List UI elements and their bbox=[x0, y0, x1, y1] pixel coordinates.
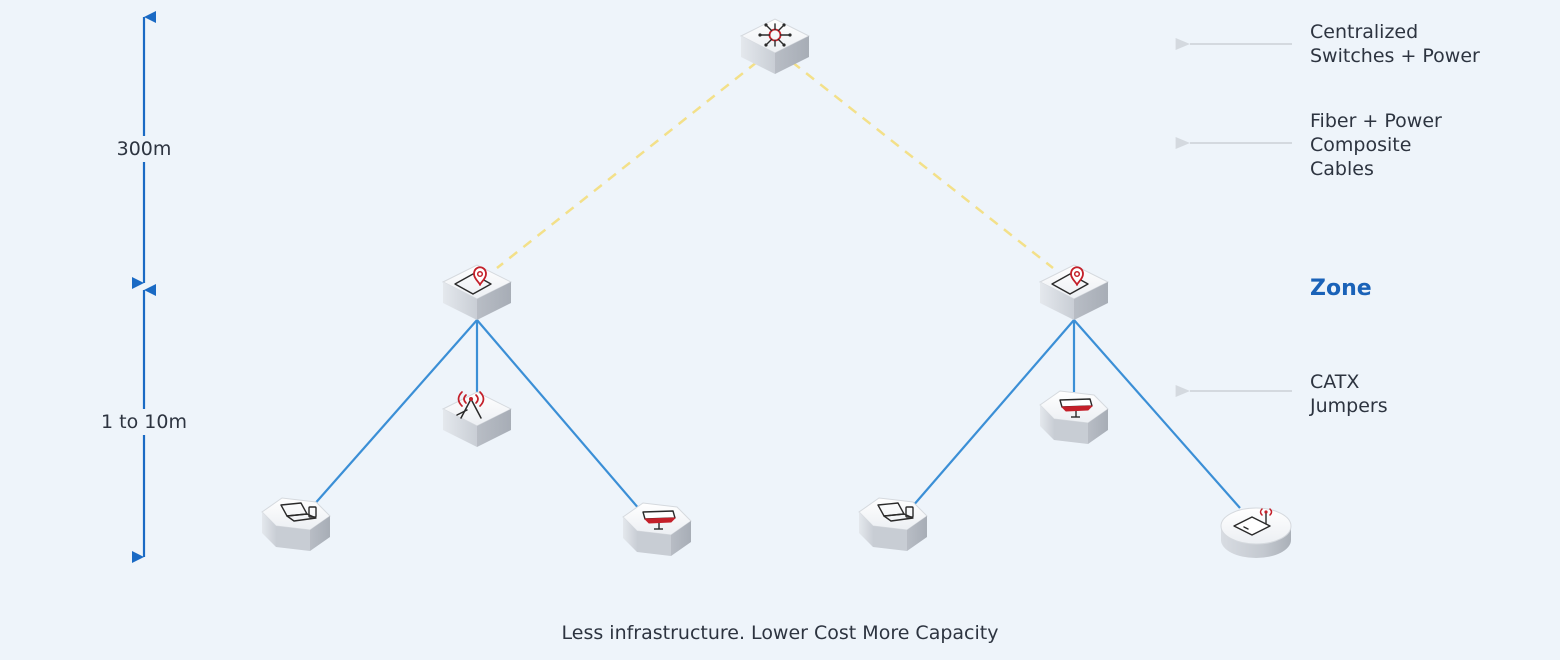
laptop-icon bbox=[280, 502, 317, 522]
zone-node-left[interactable] bbox=[441, 264, 513, 320]
fiber-cables bbox=[496, 61, 1054, 269]
label-centralized-switches: Centralized Switches + Power bbox=[1310, 21, 1480, 67]
measure-label-1-to-10m: 1 to 10m bbox=[101, 409, 187, 435]
wifi-antenna-icon bbox=[456, 391, 485, 419]
camera-node-left[interactable] bbox=[622, 502, 692, 556]
jumper-left-laptop bbox=[311, 319, 478, 508]
zone-node-right[interactable] bbox=[1038, 264, 1110, 320]
jumper-right-laptop bbox=[911, 319, 1075, 508]
laptop-node-right[interactable] bbox=[858, 497, 928, 551]
fiber-cable-left bbox=[496, 61, 758, 269]
router-node[interactable] bbox=[1220, 507, 1292, 558]
network-switch-icon bbox=[758, 23, 792, 47]
label-zone: Zone bbox=[1310, 276, 1372, 301]
zone-box-icon bbox=[454, 266, 492, 295]
catx-jumpers bbox=[311, 319, 1241, 511]
label-catx-jumpers: CATX Jumpers bbox=[1310, 371, 1388, 417]
guide-arrows bbox=[1175, 38, 1292, 397]
wireless-router-icon bbox=[1233, 508, 1273, 536]
diagram-caption: Less infrastructure. Lower Cost More Cap… bbox=[561, 622, 999, 644]
jumper-right-router bbox=[1073, 319, 1241, 509]
antenna-node[interactable] bbox=[441, 391, 513, 447]
security-camera-icon bbox=[1059, 398, 1093, 418]
zone-box-icon bbox=[1051, 266, 1089, 295]
security-camera-icon bbox=[642, 510, 676, 530]
laptop-node-left[interactable] bbox=[261, 497, 331, 551]
fiber-cable-right bbox=[791, 61, 1054, 269]
measure-label-300m: 300m bbox=[116, 136, 172, 162]
camera-node-right-middle[interactable] bbox=[1039, 390, 1109, 444]
label-fiber-power-cables: Fiber + Power Composite Cables bbox=[1310, 110, 1442, 180]
jumper-left-camera bbox=[476, 319, 641, 511]
core-switch-node[interactable] bbox=[739, 18, 811, 74]
laptop-icon bbox=[877, 502, 914, 522]
